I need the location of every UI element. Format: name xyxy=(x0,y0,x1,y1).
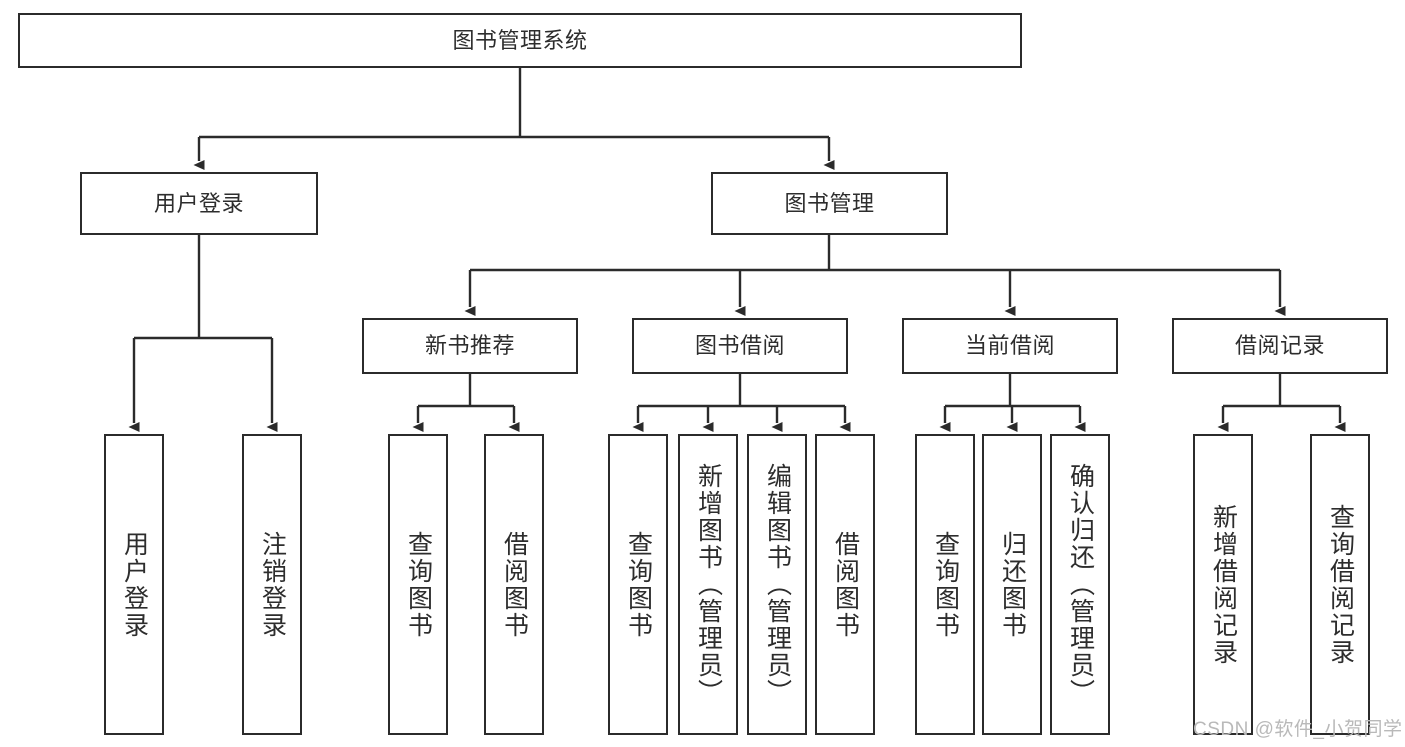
node-leaf-add-book[interactable]: 新增图书（管理员） xyxy=(678,434,738,735)
node-leaf-query-book-3-label: 查询图书 xyxy=(931,530,960,639)
node-leaf-query-record[interactable]: 查询借阅记录 xyxy=(1310,434,1370,735)
csdn-watermark: CSDN @软件_小贺同学 xyxy=(1193,719,1403,740)
node-leaf-return-book[interactable]: 归还图书 xyxy=(982,434,1042,735)
node-leaf-add-record-label: 新增借阅记录 xyxy=(1209,503,1238,666)
node-leaf-return-book-label: 归还图书 xyxy=(998,530,1027,639)
node-leaf-query-book-3[interactable]: 查询图书 xyxy=(915,434,975,735)
node-leaf-borrow-book-1[interactable]: 借阅图书 xyxy=(484,434,544,735)
node-book-manage-label: 图书管理 xyxy=(784,190,875,216)
node-root-system[interactable]: 图书管理系统 xyxy=(18,13,1022,68)
node-borrow-record[interactable]: 借阅记录 xyxy=(1172,318,1388,374)
node-new-book-recommend[interactable]: 新书推荐 xyxy=(362,318,578,374)
node-user-login-label: 用户登录 xyxy=(153,190,244,216)
node-current-borrow-label: 当前借阅 xyxy=(964,333,1055,359)
node-current-borrow[interactable]: 当前借阅 xyxy=(902,318,1118,374)
node-new-book-recommend-label: 新书推荐 xyxy=(424,333,515,359)
node-leaf-query-book-2-label: 查询图书 xyxy=(624,530,653,639)
node-user-login[interactable]: 用户登录 xyxy=(80,172,318,235)
node-root-system-label: 图书管理系统 xyxy=(452,27,588,53)
node-leaf-user-login-label: 用户登录 xyxy=(120,530,149,639)
node-leaf-edit-book[interactable]: 编辑图书（管理员） xyxy=(747,434,807,735)
node-leaf-borrow-book-2-label: 借阅图书 xyxy=(831,530,860,639)
node-leaf-query-book-1[interactable]: 查询图书 xyxy=(388,434,448,735)
node-leaf-query-record-label: 查询借阅记录 xyxy=(1326,503,1355,666)
node-leaf-borrow-book-2[interactable]: 借阅图书 xyxy=(815,434,875,735)
node-leaf-borrow-book-1-label: 借阅图书 xyxy=(500,530,529,639)
node-leaf-edit-book-label: 编辑图书（管理员） xyxy=(763,463,792,706)
node-book-manage[interactable]: 图书管理 xyxy=(711,172,948,235)
node-leaf-logout-label: 注销登录 xyxy=(258,530,287,639)
node-leaf-confirm-return-label: 确认归还（管理员） xyxy=(1066,463,1095,706)
node-leaf-user-login[interactable]: 用户登录 xyxy=(104,434,164,735)
node-leaf-logout[interactable]: 注销登录 xyxy=(242,434,302,735)
node-leaf-query-book-1-label: 查询图书 xyxy=(404,530,433,639)
node-borrow-record-label: 借阅记录 xyxy=(1234,333,1325,359)
node-leaf-query-book-2[interactable]: 查询图书 xyxy=(608,434,668,735)
node-leaf-add-record[interactable]: 新增借阅记录 xyxy=(1193,434,1253,735)
node-book-borrow-label: 图书借阅 xyxy=(694,333,785,359)
node-leaf-confirm-return[interactable]: 确认归还（管理员） xyxy=(1050,434,1110,735)
node-book-borrow[interactable]: 图书借阅 xyxy=(632,318,848,374)
node-leaf-add-book-label: 新增图书（管理员） xyxy=(694,463,723,706)
